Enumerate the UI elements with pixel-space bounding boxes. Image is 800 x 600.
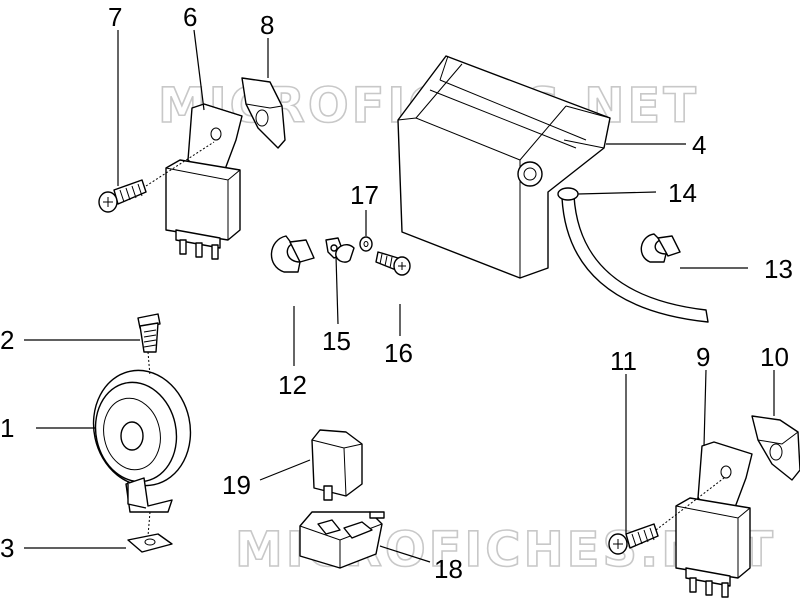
leader-lines xyxy=(24,29,775,563)
relay-screw-top xyxy=(98,179,147,213)
callout-17: 17 xyxy=(350,180,379,210)
cable-clip-left xyxy=(270,235,301,273)
callout-8: 8 xyxy=(260,10,274,40)
relay-assembly-top xyxy=(98,77,286,260)
callout-2: 2 xyxy=(0,325,14,355)
callout-14: 14 xyxy=(668,178,697,208)
callout-1: 1 xyxy=(0,413,14,443)
callout-13: 13 xyxy=(764,254,793,284)
vent-tube xyxy=(561,195,709,323)
washer xyxy=(359,236,373,252)
relay-screw-bottom xyxy=(608,523,659,555)
callout-10: 10 xyxy=(760,342,789,372)
fuse-holder-assembly xyxy=(299,429,385,569)
horn-nut xyxy=(127,533,173,553)
fuse-cap xyxy=(311,429,363,497)
callout-15: 15 xyxy=(322,326,351,356)
callout-12: 12 xyxy=(278,370,307,400)
cable-clip-right xyxy=(640,233,667,263)
callout-16: 16 xyxy=(384,338,413,368)
ground-screw xyxy=(375,251,411,276)
callout-labels: 1 2 3 4 6 7 8 9 10 11 12 13 14 15 16 17 … xyxy=(0,2,793,584)
horn-bolt xyxy=(137,313,161,353)
vent-clamp xyxy=(557,187,579,201)
relay-bottom xyxy=(675,497,751,579)
relay-top xyxy=(165,159,241,241)
callout-18: 18 xyxy=(434,554,463,584)
relay-bracket-plate-2 xyxy=(751,415,800,481)
callout-9: 9 xyxy=(696,342,710,372)
battery-assembly xyxy=(397,55,709,323)
battery-terminal xyxy=(517,161,543,187)
callout-4: 4 xyxy=(692,130,706,160)
callout-6: 6 xyxy=(183,2,197,32)
battery xyxy=(397,55,611,279)
small-parts xyxy=(270,235,411,276)
callout-3: 3 xyxy=(0,533,14,563)
callout-11: 11 xyxy=(610,346,637,376)
callout-7: 7 xyxy=(108,2,122,32)
callout-19: 19 xyxy=(222,470,251,500)
relay-bracket-plate xyxy=(241,77,286,149)
relay-assembly-bottom xyxy=(608,415,800,598)
horn-assembly xyxy=(92,313,192,553)
